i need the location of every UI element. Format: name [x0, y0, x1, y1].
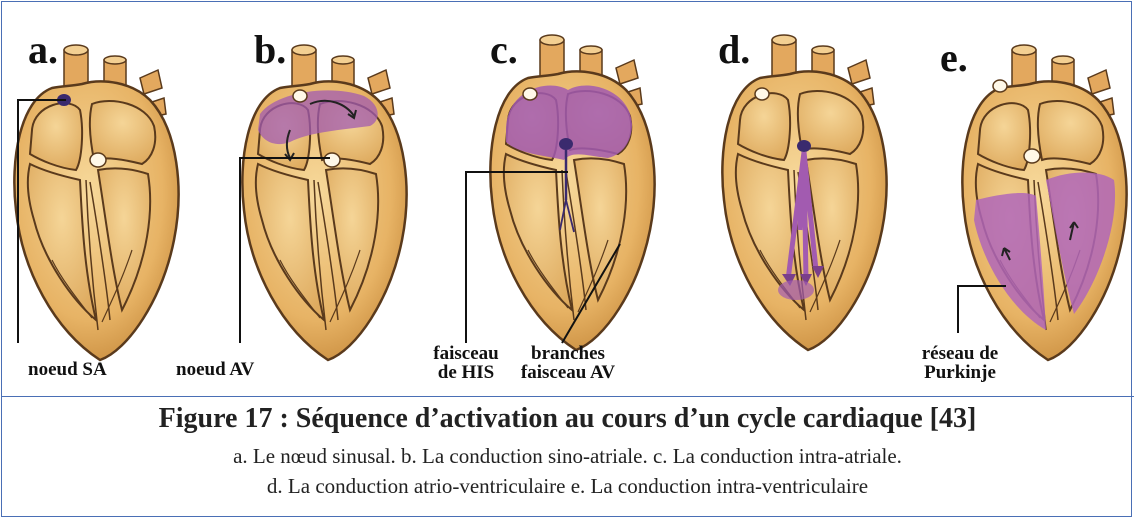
- bundle-branches-label: branches faisceau AV: [506, 344, 630, 382]
- bundle-branches-label-line1: branches: [506, 344, 630, 363]
- heart-c: [490, 35, 654, 350]
- figure-title: Figure 17 : Séquence d’activation au cou…: [0, 403, 1135, 435]
- caption-separator: [1, 396, 1134, 397]
- figure-caption-line2: d. La conduction atrio-ventriculaire e. …: [0, 474, 1135, 499]
- panel-label-b: b.: [254, 30, 286, 70]
- heart-e: [962, 45, 1126, 360]
- bundle-branches-label-line2: faisceau AV: [506, 363, 630, 382]
- his-bundle-label-line1: faisceau: [416, 344, 516, 363]
- heart-a: [14, 45, 178, 360]
- panel-label-e: e.: [940, 38, 968, 78]
- panel-label-d: d.: [718, 30, 750, 70]
- figure-caption-line1: a. Le nœud sinusal. b. La conduction sin…: [0, 444, 1135, 469]
- panel-label-c: c.: [490, 30, 518, 70]
- heart-d: [722, 35, 886, 350]
- panel-label-a: a.: [28, 30, 58, 70]
- his-bundle-label-line2: de HIS: [416, 363, 516, 382]
- purkinje-label: réseau de Purkinje: [910, 344, 1010, 382]
- sa-node-label: noeud SA: [28, 360, 107, 379]
- heart-b: [242, 45, 406, 360]
- av-node-label: noeud AV: [176, 360, 254, 379]
- purkinje-label-line2: Purkinje: [910, 363, 1010, 382]
- his-bundle-label: faisceau de HIS: [416, 344, 516, 382]
- purkinje-label-line1: réseau de: [910, 344, 1010, 363]
